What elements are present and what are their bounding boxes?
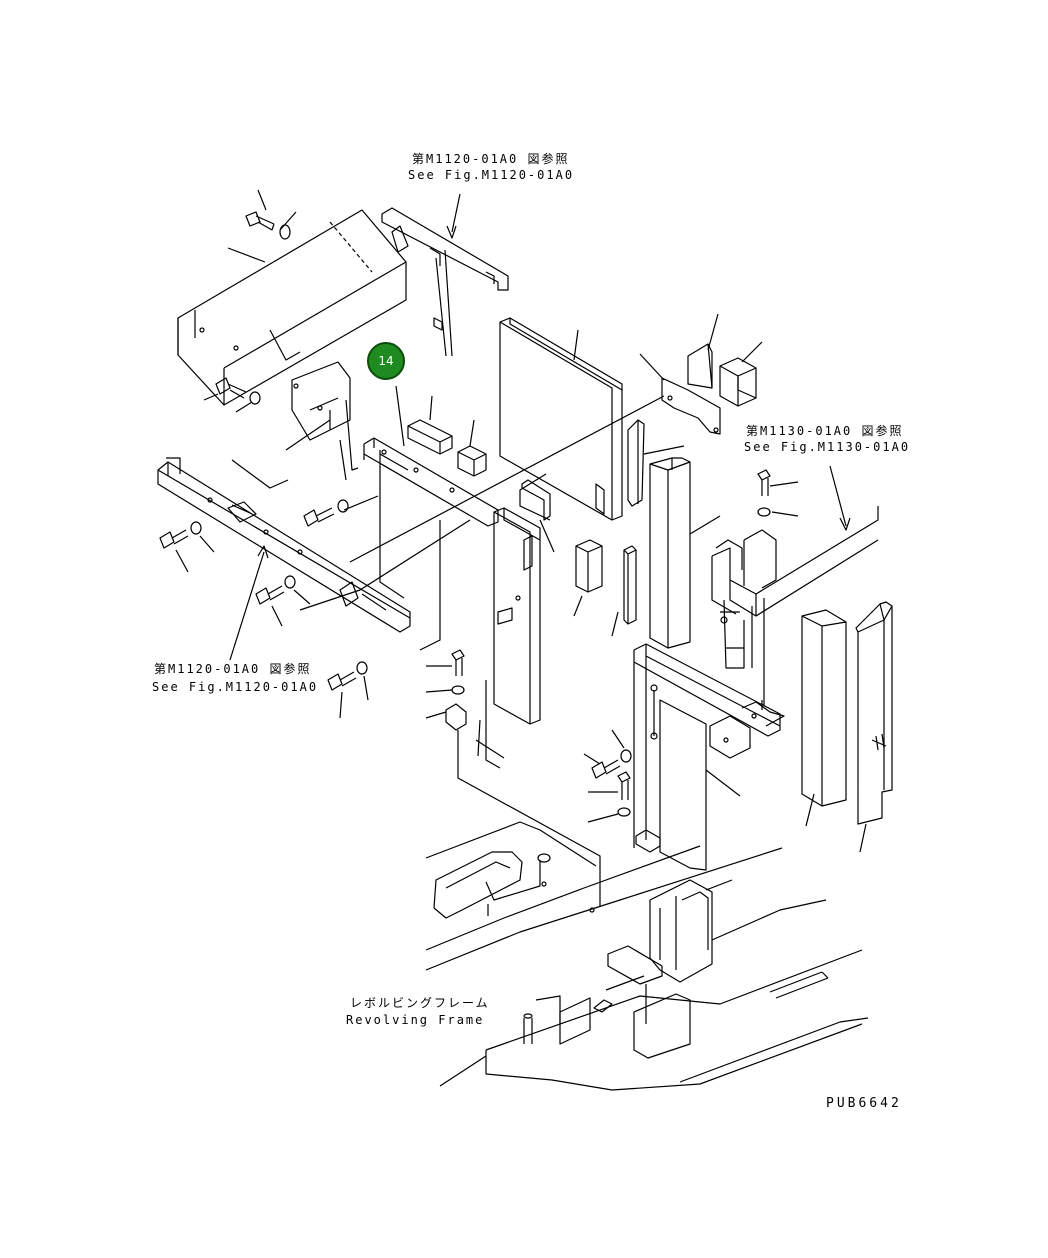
- side-plate: [231, 361, 359, 489]
- top-ref-jp: 第M1120-01A0 図参照: [412, 152, 570, 166]
- left-side-rail: [157, 457, 411, 633]
- right-panel-2: [855, 601, 893, 853]
- wedge-block-2: [719, 341, 763, 407]
- right-ref-jp: 第M1130-01A0 図参照: [746, 424, 904, 438]
- small-pad-1: [407, 395, 453, 455]
- wedge-block-1: [687, 313, 719, 389]
- right-ref-en: See Fig.M1130-01A0: [744, 440, 911, 454]
- tall-column: [649, 457, 721, 649]
- bolt-top: [245, 189, 297, 240]
- left-ref-leader: [229, 551, 265, 661]
- center-panel: [299, 385, 499, 651]
- slanted-strip: [627, 419, 685, 507]
- left-ref-jp: 第M1120-01A0 図参照: [154, 662, 312, 676]
- bolt-center-small: [425, 649, 601, 906]
- bolt-lower-1: [583, 729, 632, 779]
- clip-lower: [635, 829, 661, 853]
- callout-14[interactable]: 14: [367, 342, 405, 380]
- revolving-frame: [425, 821, 869, 1091]
- lower-tall-panel: [659, 699, 741, 871]
- right-panel-1: [801, 609, 847, 827]
- small-pad-2: [457, 419, 487, 477]
- left-ref-arrow: [257, 545, 269, 559]
- top-cover-plate: [177, 209, 407, 406]
- bent-clip: [521, 479, 555, 553]
- bolt-center: [303, 495, 379, 527]
- bolt-rail-3: [327, 661, 369, 719]
- top-bracket: [381, 193, 509, 357]
- small-block: [573, 539, 603, 617]
- frame-label-en: Revolving Frame: [346, 1013, 485, 1027]
- bolt-lower-2: [587, 771, 631, 823]
- bolt-rail-1: [159, 521, 215, 573]
- right-upper-frame: [711, 465, 879, 706]
- top-right-bracket: [349, 353, 721, 563]
- lower-right-frame: [633, 643, 785, 848]
- bolt-mid-left: [203, 377, 261, 413]
- frame-label-jp: レボルビングフレーム: [350, 996, 490, 1010]
- large-upper-panel: [499, 317, 623, 521]
- bolt-right: [757, 469, 799, 517]
- drawing-code: PUB6642: [826, 1096, 902, 1111]
- vertical-strip: [611, 545, 637, 637]
- bolt-rail-2: [255, 575, 311, 627]
- center-vertical-bracket: [475, 507, 541, 769]
- top-ref-en: See Fig.M1120-01A0: [408, 168, 575, 182]
- left-ref-en: See Fig.M1120-01A0: [152, 680, 319, 694]
